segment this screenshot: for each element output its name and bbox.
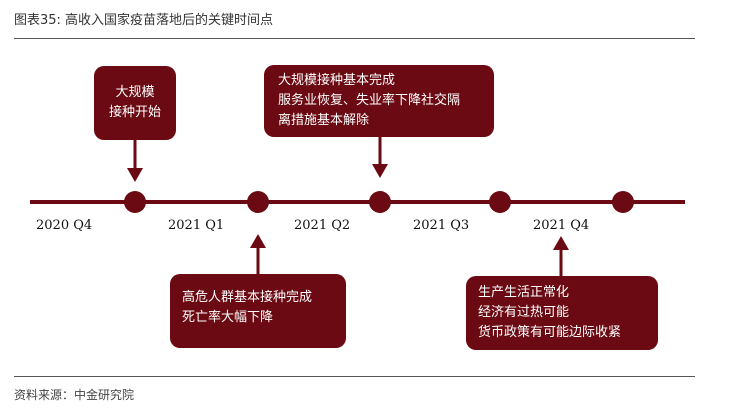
callout-line: 服务业恢复、失业率下降社交隔 <box>278 93 461 108</box>
callout-vaccination-complete: 大规模接种基本完成 服务业恢复、失业率下降社交隔 离措施基本解除 <box>264 65 494 137</box>
callout-line: 死亡率大幅下降 <box>182 310 274 325</box>
callout-normalization: 生产生活正常化 经济有过热可能 货币政策有可能边际收紧 <box>466 276 658 350</box>
callout-line: 生产生活正常化 <box>478 285 570 300</box>
period-label-2021-q3: 2021 Q3 <box>413 218 470 233</box>
top-rule <box>14 38 695 39</box>
callout-line: 大规模 <box>115 85 155 100</box>
period-label-2021-q1: 2021 Q1 <box>168 218 225 233</box>
figure-title: 图表35: 高收入国家疫苗落地后的关键时间点 <box>14 13 274 28</box>
timeline-node <box>124 191 146 213</box>
bottom-rule <box>14 376 695 377</box>
timeline-node <box>369 191 391 213</box>
callout-line: 离措施基本解除 <box>278 113 370 128</box>
arrow-c2-head <box>372 164 388 178</box>
timeline-node <box>612 191 634 213</box>
arrow-c4-head <box>553 236 569 250</box>
arrow-c1-head <box>127 168 143 182</box>
timeline-node <box>489 191 511 213</box>
source-note: 资料来源：中金研究院 <box>14 388 135 402</box>
callout-line: 经济有过热可能 <box>478 305 570 320</box>
period-label-2020-q4: 2020 Q4 <box>36 218 93 233</box>
callout-line: 接种开始 <box>108 105 161 120</box>
period-label-2021-q2: 2021 Q2 <box>294 218 351 233</box>
timeline-node <box>247 191 269 213</box>
callout-line: 高危人群基本接种完成 <box>182 290 313 305</box>
period-label-2021-q4: 2021 Q4 <box>533 218 590 233</box>
arrow-c3-head <box>250 234 266 248</box>
callout-vaccination-start: 大规模 接种开始 <box>94 66 176 140</box>
callout-high-risk-vaccinated: 高危人群基本接种完成 死亡率大幅下降 <box>170 274 346 348</box>
callout-line: 大规模接种基本完成 <box>278 73 396 88</box>
callout-line: 货币政策有可能边际收紧 <box>478 325 622 340</box>
